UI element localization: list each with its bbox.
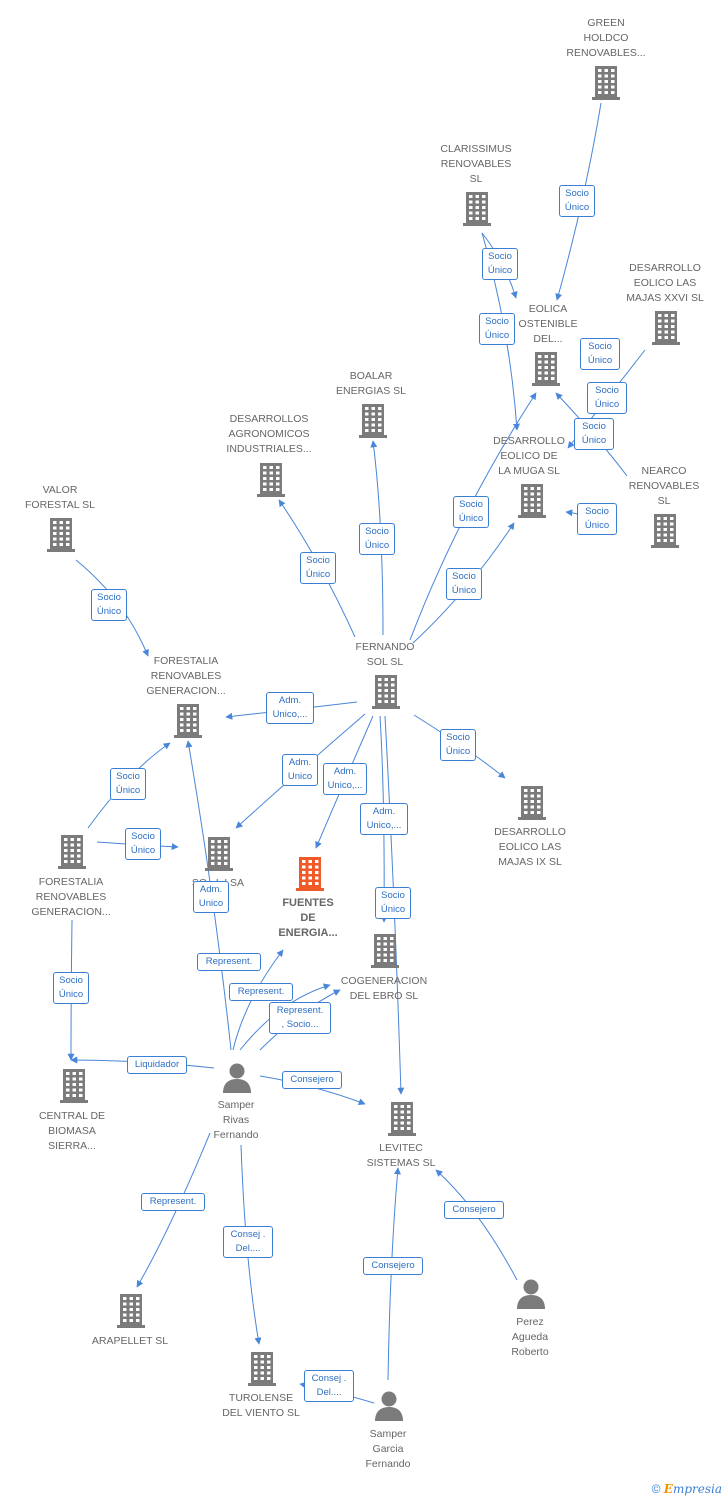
company-name-label[interactable]: FUENTES DE ENERGIA... (278, 897, 338, 939)
company-name-label[interactable]: DESARROLLOS AGRONOMICOS INDUSTRIALES... (226, 413, 312, 455)
edge-relation-badge[interactable]: Adm. Unico,... (266, 692, 314, 724)
company-name-label[interactable]: CENTRAL DE BIOMASA SIERRA... (38, 1110, 106, 1152)
empresia-logo: Empresia (663, 1482, 722, 1496)
edge-line (435, 1169, 518, 1281)
company-name-label[interactable]: LEVITEC SISTEMAS SL (366, 1142, 436, 1169)
footer-brand: © Empresia (652, 1482, 722, 1496)
building-icon[interactable] (257, 463, 285, 497)
company-name-label[interactable]: ARAPELLET SL (91, 1335, 169, 1347)
building-icon[interactable] (359, 404, 387, 438)
edge-relation-badge[interactable]: Represent. (141, 1193, 205, 1211)
company-name-label[interactable]: DESARROLLO EOLICO LAS MAJAS IX SL (494, 826, 566, 868)
edge-relation-badge[interactable]: Socio Único (359, 523, 395, 555)
edge-relation-badge[interactable]: Adm. Unico (282, 754, 318, 786)
person-icon[interactable] (223, 1063, 251, 1094)
company-name-label[interactable]: DESARROLLO EOLICO LAS MAJAS XXVI SL (626, 262, 704, 304)
building-icon[interactable] (58, 835, 86, 869)
edge-relation-badge[interactable]: Socio Único (577, 503, 617, 535)
company-name-label[interactable]: TUROLENSE DEL VIENTO SL (222, 1392, 300, 1419)
company-name-label[interactable]: CLARISSIMUS RENOVABLES SL (440, 143, 512, 185)
edge-relation-badge[interactable]: Consejero (363, 1257, 423, 1275)
building-icon[interactable] (518, 484, 546, 518)
edge-relation-badge[interactable]: Socio Único (53, 972, 89, 1004)
edge-relation-badge[interactable]: Consej . Del.... (304, 1370, 354, 1402)
building-icon[interactable] (532, 352, 560, 386)
edge-line (136, 1132, 211, 1288)
person-icon[interactable] (517, 1279, 545, 1310)
person-name-label[interactable]: Samper Garcia Fernando (365, 1428, 411, 1470)
building-icon[interactable] (592, 66, 620, 100)
edge-relation-badge[interactable]: Socio Único (559, 185, 595, 217)
copyright-symbol: © (651, 1482, 661, 1496)
edge-relation-badge[interactable]: Socio Único (300, 552, 336, 584)
company-name-label[interactable]: COGENERACION DEL EBRO SL (340, 975, 428, 1002)
building-icon[interactable] (652, 311, 680, 345)
edge-relation-badge[interactable]: Adm. Unico,... (323, 763, 367, 795)
icons-layer (47, 66, 680, 1421)
edge-relation-badge[interactable]: Represent. (197, 953, 261, 971)
company-name-label[interactable]: BOALAR ENERGIAS SL (335, 370, 407, 397)
edge-relation-badge[interactable]: Represent. (229, 983, 293, 1001)
building-icon[interactable] (463, 192, 491, 226)
edge-relation-badge[interactable]: Socio Único (91, 589, 127, 621)
building-icon[interactable] (518, 786, 546, 820)
edge-relation-badge[interactable]: Socio Único (440, 729, 476, 761)
edge-relation-badge[interactable]: Socio Único (453, 496, 489, 528)
edge-relation-badge[interactable]: Consej . Del.... (223, 1226, 273, 1258)
edge-relation-badge[interactable]: Socio Único (125, 828, 161, 860)
company-name-label[interactable]: FORESTALIA RENOVABLES GENERACION... (31, 876, 111, 918)
edge-relation-badge[interactable]: Socio Único (446, 568, 482, 600)
building-icon[interactable] (174, 704, 202, 738)
company-name-label[interactable]: FERNANDO SOL SL (355, 641, 415, 668)
building-icon[interactable] (372, 675, 400, 709)
building-icon[interactable] (117, 1294, 145, 1328)
building-icon[interactable] (47, 518, 75, 552)
person-name-label[interactable]: Perez Agueda Roberto (511, 1316, 549, 1358)
edge-relation-badge[interactable]: Consejero (444, 1201, 504, 1219)
edge-relation-badge[interactable]: Represent. , Socio... (269, 1002, 331, 1034)
edge-relation-badge[interactable]: Socio Único (580, 338, 620, 370)
edge-relation-badge[interactable]: Socio Único (479, 313, 515, 345)
building-icon[interactable] (296, 857, 324, 891)
company-name-label[interactable]: EOLICA OSTENIBLE DEL... (518, 303, 578, 345)
person-name-label[interactable]: Samper Rivas Fernando (213, 1099, 259, 1141)
building-icon[interactable] (205, 837, 233, 871)
building-icon[interactable] (651, 514, 679, 548)
edge-relation-badge[interactable]: Liquidador (127, 1056, 187, 1074)
edge-relation-badge[interactable]: Socio Único (110, 768, 146, 800)
company-name-label[interactable]: NEARCO RENOVABLES SL (628, 465, 700, 507)
building-icon[interactable] (388, 1102, 416, 1136)
edge-relation-badge[interactable]: Adm. Unico,... (360, 803, 408, 835)
edge-relation-badge[interactable]: Socio Único (574, 418, 614, 450)
company-name-label[interactable]: FORESTALIA RENOVABLES GENERACION... (146, 655, 226, 697)
company-name-label[interactable]: DESARROLLO EOLICO DE LA MUGA SL (493, 435, 565, 477)
company-name-label[interactable]: GREEN HOLDCO RENOVABLES... (566, 17, 646, 59)
edge-relation-badge[interactable]: Socio Único (482, 248, 518, 280)
edge-relation-badge[interactable]: Socio Único (375, 887, 411, 919)
person-icon[interactable] (375, 1391, 403, 1422)
company-name-label[interactable]: VALOR FORESTAL SL (24, 484, 96, 511)
edge-relation-badge[interactable]: Socio Único (587, 382, 627, 414)
building-icon[interactable] (248, 1352, 276, 1386)
edge-relation-badge[interactable]: Consejero (282, 1071, 342, 1089)
edge-relation-badge[interactable]: Adm. Unico (193, 881, 229, 913)
building-icon[interactable] (60, 1069, 88, 1103)
building-icon[interactable] (371, 934, 399, 968)
